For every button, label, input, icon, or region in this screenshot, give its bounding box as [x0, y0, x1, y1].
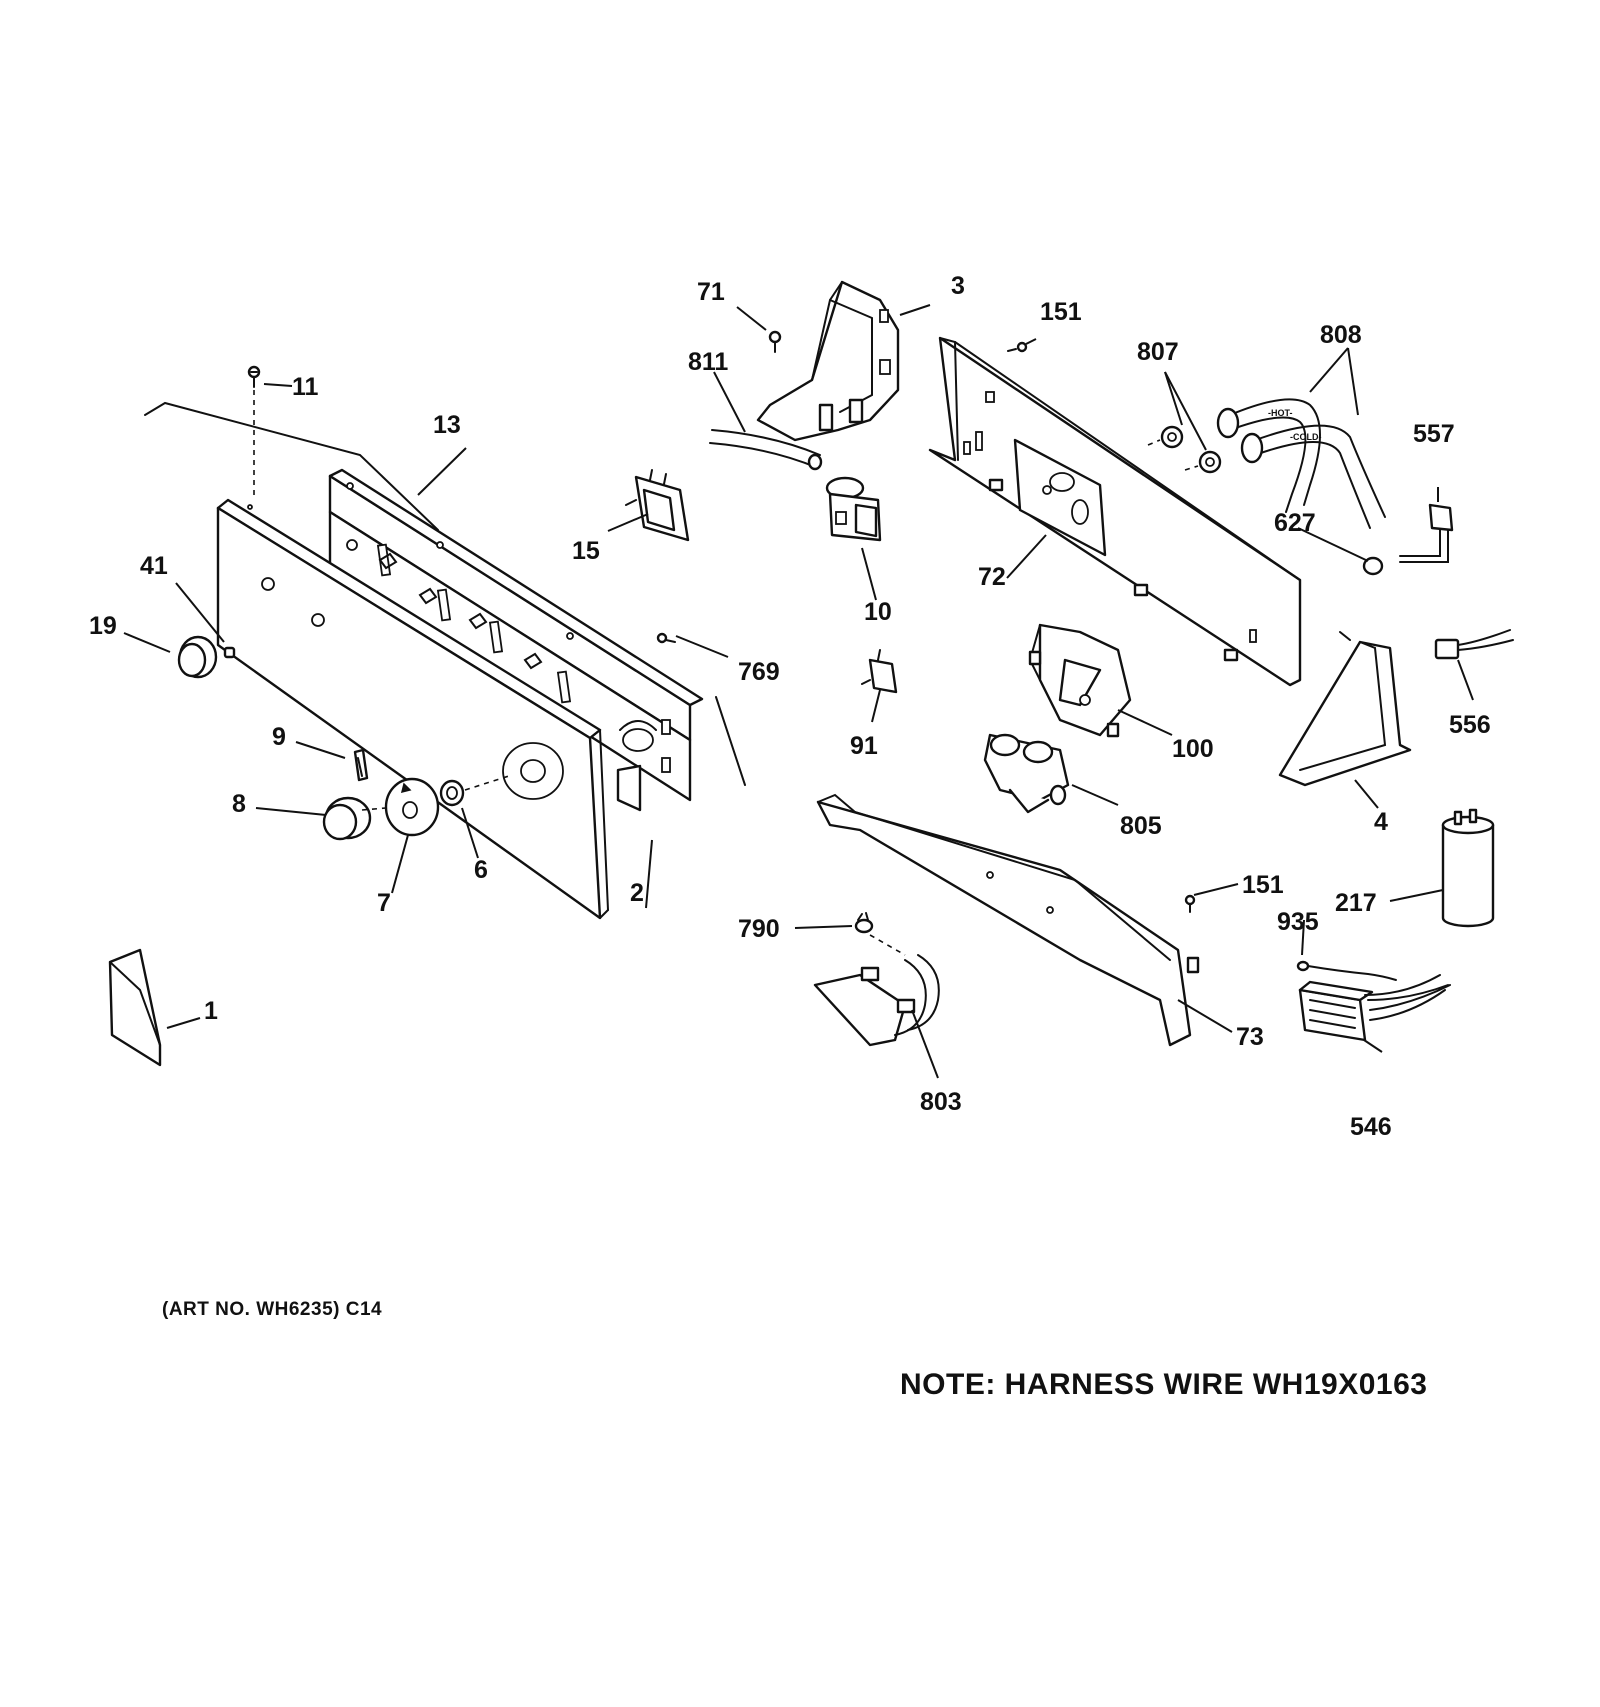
part-72-rear-panel — [928, 336, 1302, 687]
callout-803: 803 — [920, 1088, 962, 1116]
part-803-harness-bracket — [813, 954, 940, 1047]
callout-13: 13 — [433, 411, 461, 439]
hose-label-hot: -HOT- — [1268, 408, 1293, 418]
callout-10: 10 — [864, 598, 892, 626]
part-808-fill-hoses: -HOT- -COLD- — [1216, 398, 1386, 529]
part-9-clip — [353, 748, 369, 782]
part-91-switch — [861, 649, 898, 694]
part-4-end-cap — [1278, 631, 1412, 787]
hose-label-cold: -COLD- — [1290, 432, 1322, 442]
callout-72: 72 — [978, 563, 1006, 591]
harness-wire-note: NOTE: HARNESS WIRE WH19X0163 — [900, 1368, 1428, 1401]
part-1-literature-envelope — [108, 948, 162, 1067]
callout-2: 2 — [630, 879, 644, 907]
part-15-switch — [625, 469, 690, 542]
part-71-screw — [768, 330, 782, 353]
part-556-connector — [1434, 629, 1514, 660]
part-627-cap — [1362, 556, 1384, 576]
part-811-hose — [709, 429, 823, 471]
part-6-bearing — [361, 774, 513, 811]
callout-805: 805 — [1120, 812, 1162, 840]
callout-627: 627 — [1274, 509, 1316, 537]
callout-557: 557 — [1413, 420, 1455, 448]
callout-790: 790 — [738, 915, 780, 943]
part-2-control-panel — [216, 498, 609, 920]
part-807-washers — [1147, 425, 1222, 474]
part-546-harness-connector — [1298, 974, 1451, 1042]
callout-3: 3 — [951, 272, 965, 300]
callout-6: 6 — [474, 856, 488, 884]
part-100-timer — [1028, 623, 1132, 738]
callout-9: 9 — [272, 723, 286, 751]
callout-4: 4 — [1374, 808, 1388, 836]
part-13-panel-bracket — [328, 468, 704, 812]
part-151-screw-upper — [1007, 341, 1028, 353]
part-10-pressure-switch — [825, 476, 882, 542]
callout-15: 15 — [572, 537, 600, 565]
callout-8: 8 — [232, 790, 246, 818]
callout-19: 19 — [89, 612, 117, 640]
callout-numbers: 1 2 3 4 6 7 8 9 10 11 13 15 19 41 71 72 … — [89, 272, 1491, 1141]
callout-935: 935 — [1277, 908, 1319, 936]
backsplash-pointer-lines — [144, 401, 746, 786]
callout-808: 808 — [1320, 321, 1362, 349]
callout-811: 811 — [688, 348, 728, 376]
part-935-ground-wire — [1296, 960, 1397, 981]
callout-100: 100 — [1172, 735, 1214, 763]
callout-151-upper: 151 — [1040, 298, 1082, 326]
part-73-lower-trim — [816, 793, 1200, 1047]
part-790-clamp — [854, 912, 906, 956]
callout-769: 769 — [738, 658, 780, 686]
part-11-screw — [247, 365, 261, 500]
callout-1: 1 — [204, 997, 218, 1025]
callout-91: 91 — [850, 732, 878, 760]
callout-73: 73 — [1236, 1023, 1264, 1051]
part-217-capacitor — [1441, 808, 1495, 928]
callout-556: 556 — [1449, 711, 1491, 739]
part-805-water-valve — [983, 733, 1070, 814]
callout-11: 11 — [292, 373, 319, 401]
part-3-end-cap — [756, 280, 900, 442]
part-151-screw-lower — [1184, 894, 1196, 913]
callout-7: 7 — [377, 889, 391, 917]
part-769-screw — [656, 632, 676, 644]
part-8-knob — [322, 796, 372, 841]
part-41-knob-insert — [223, 646, 236, 659]
callout-71: 71 — [697, 278, 725, 306]
callout-217: 217 — [1335, 889, 1377, 917]
leader-lines — [123, 304, 1474, 1079]
part-557-switch — [1399, 503, 1454, 563]
callout-151-lower: 151 — [1242, 871, 1284, 899]
art-number: (ART NO. WH6235) C14 — [162, 1299, 383, 1320]
callout-807: 807 — [1137, 338, 1179, 366]
callout-41: 41 — [140, 552, 168, 580]
part-19-knob — [177, 635, 218, 679]
part-7-dial — [384, 777, 440, 837]
callout-546: 546 — [1350, 1113, 1392, 1141]
